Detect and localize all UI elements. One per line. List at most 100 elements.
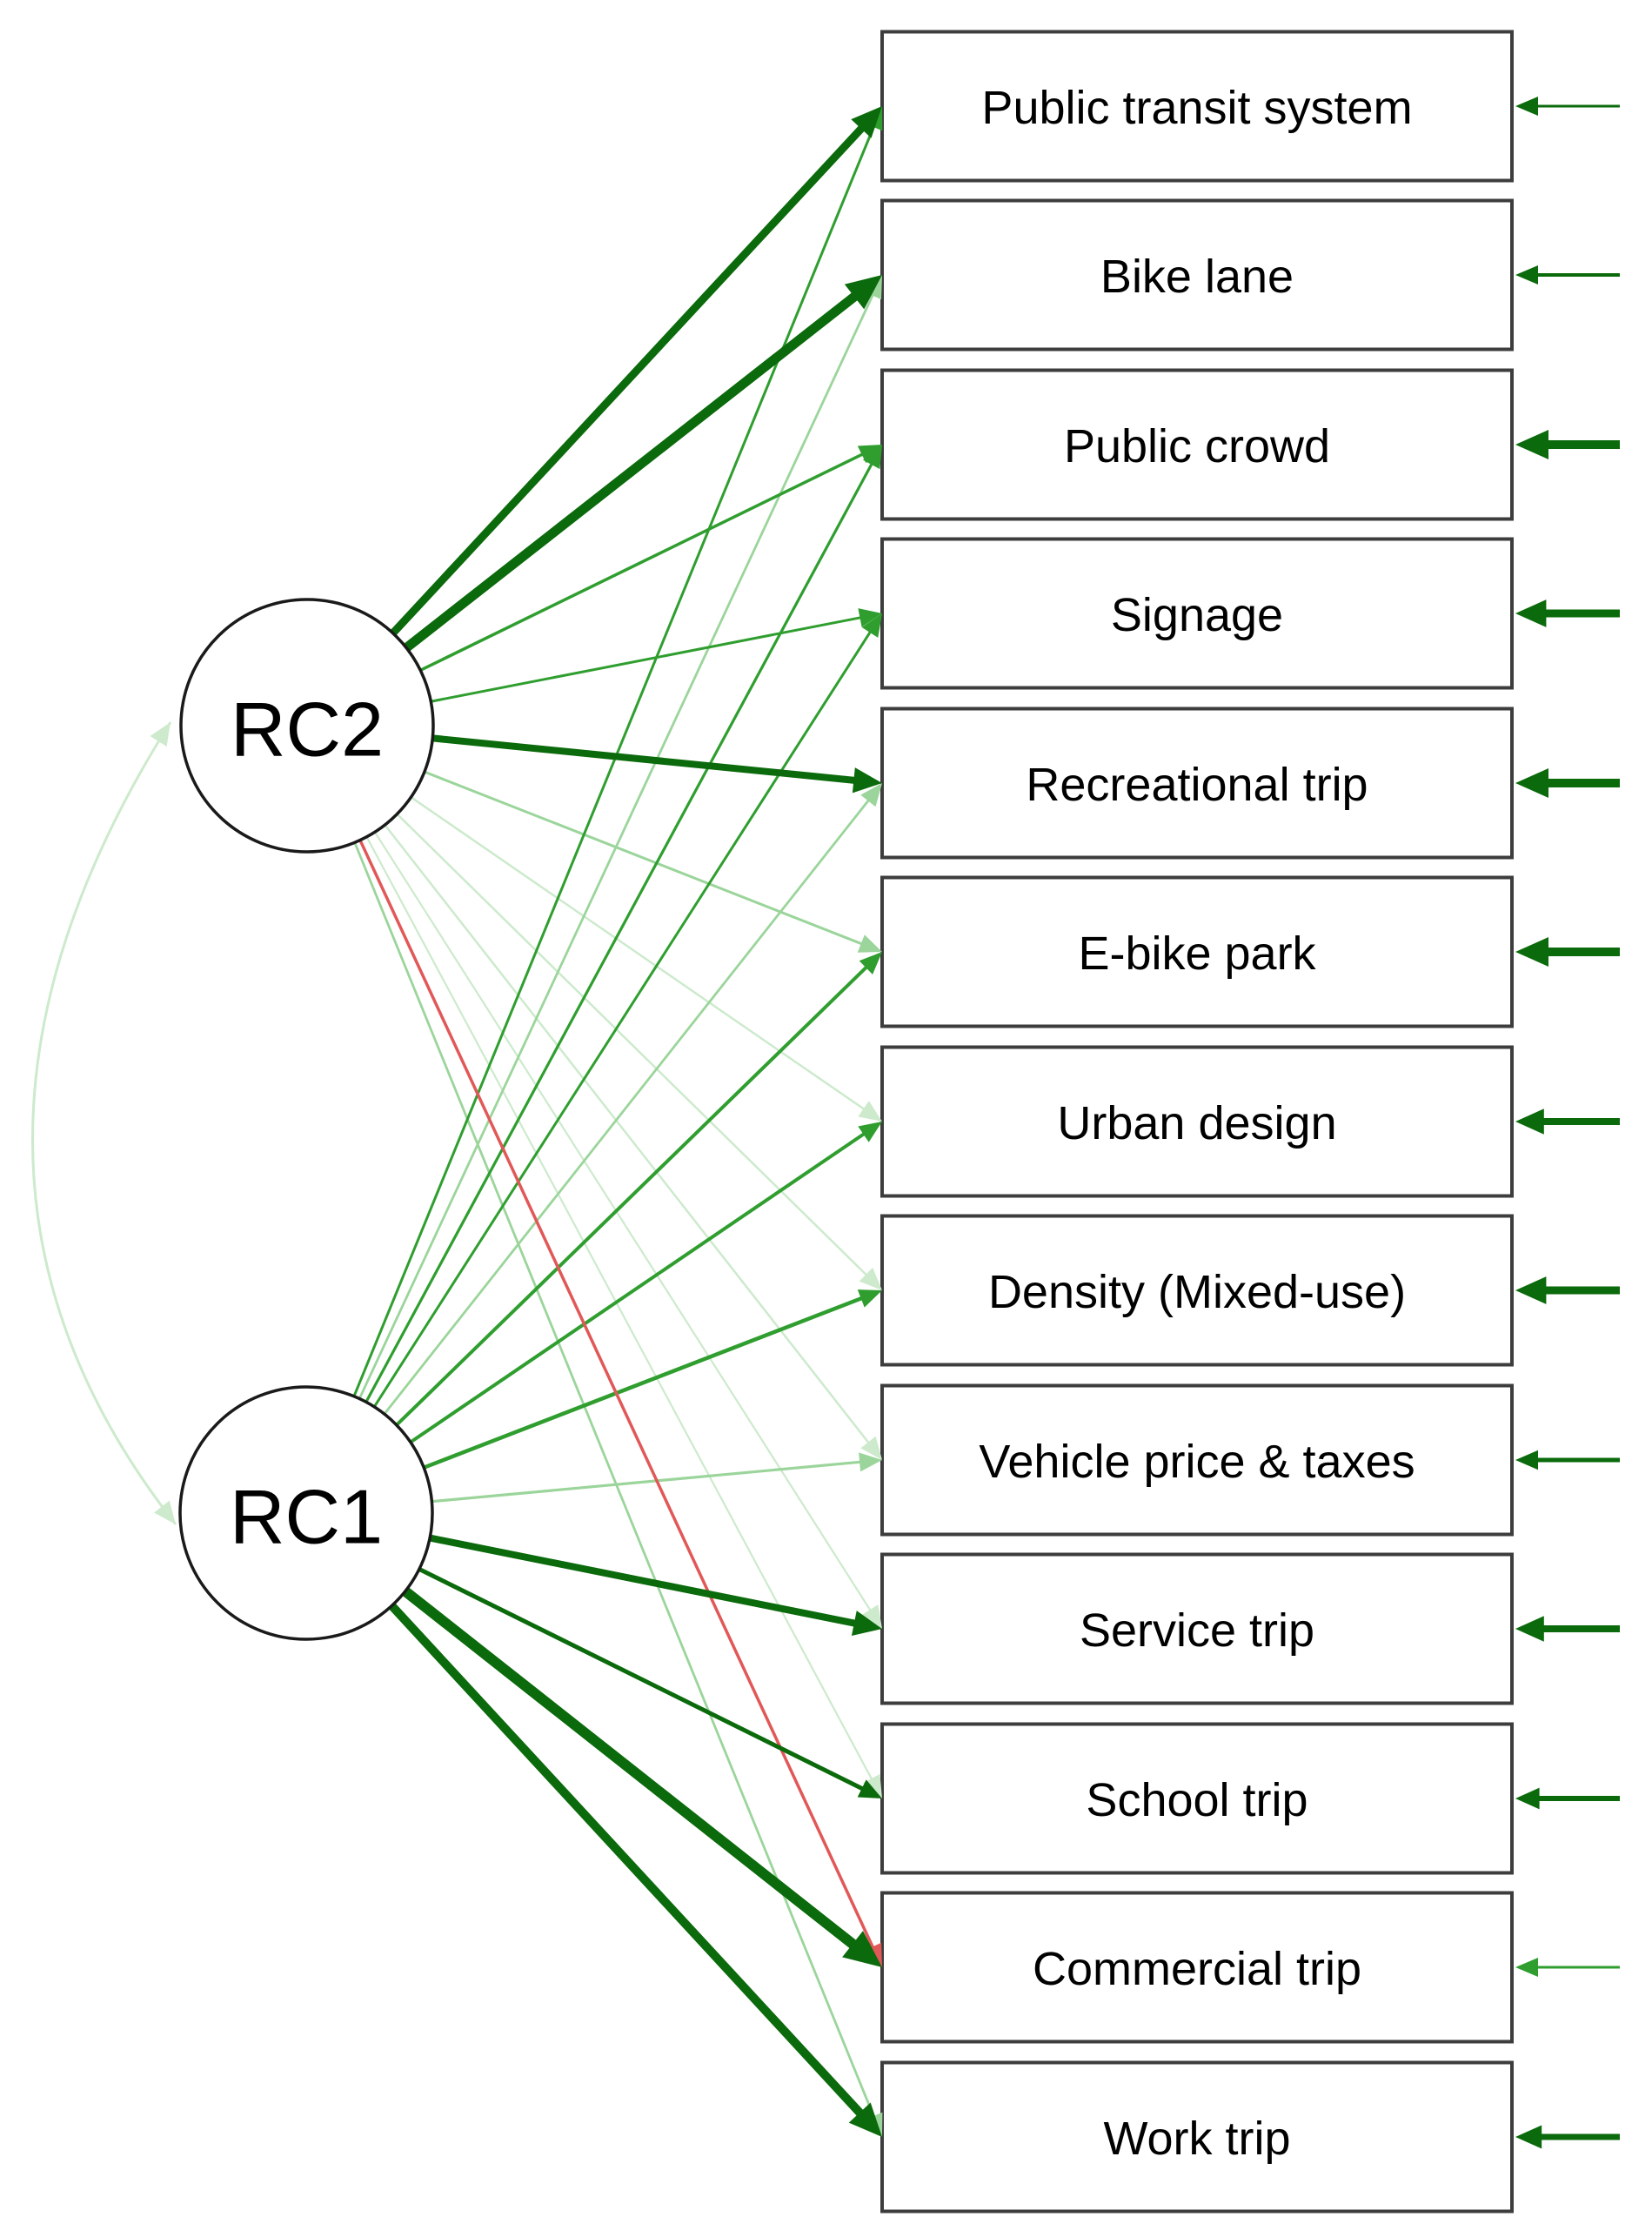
edge-rc1-to-bike-lane [358, 275, 882, 1400]
loading-edge-layer [352, 106, 883, 2137]
residual-arrow-layer [1515, 97, 1620, 2149]
edge-rc2-to-public-crowd [419, 445, 882, 672]
observed-box-public-crowd: Public crowd [880, 368, 1514, 521]
edge-rc1-to-signage [372, 613, 882, 1408]
residual-arrow-public-transit-system-head [1515, 97, 1538, 116]
edge-rc2-to-bike-lane-line [403, 290, 862, 652]
observed-box-rect [880, 198, 1514, 352]
edge-rc1-to-vehicle-price-taxes [431, 1452, 882, 1504]
observed-box-label: Density (Mixed-use) [988, 1266, 1406, 1318]
observed-box-signage: Signage [880, 537, 1514, 690]
edge-rc1-to-e-bike-park-head [859, 952, 882, 975]
latent-node-circle [179, 598, 435, 854]
observed-box-vehicle-price-taxes: Vehicle price & taxes [880, 1383, 1514, 1537]
edge-rc2-to-commercial-trip [358, 839, 882, 1967]
edge-rc2-to-urban-design-head [858, 1101, 882, 1122]
edge-rc1-to-work-trip-line [388, 1603, 866, 2120]
residual-arrow-school-trip [1515, 1787, 1620, 1810]
edge-rc2-to-public-transit-system [390, 106, 882, 636]
edge-rc2-to-bike-lane [403, 275, 882, 652]
residual-arrow-urban-design-head [1515, 1108, 1544, 1135]
edge-rc1-to-service-trip-head [851, 1611, 882, 1636]
edge-rc2-to-e-bike-park [424, 770, 882, 953]
latent-node-rc1: RC1 [178, 1385, 434, 1641]
edge-rc1-to-public-crowd [365, 445, 882, 1403]
observed-box-urban-design: Urban design [880, 1045, 1514, 1198]
observed-box-rect [880, 30, 1514, 183]
observed-box-rect [880, 537, 1514, 690]
edge-rc2-to-public-crowd-head [857, 445, 882, 464]
residual-arrow-bike-lane [1515, 265, 1620, 285]
edge-rc2-to-density-mixed-use [396, 813, 882, 1290]
edge-rc2-to-work-trip [353, 841, 883, 2137]
residual-arrow-school-trip-head [1515, 1787, 1540, 1810]
covariance-arrow-top-head [150, 722, 171, 747]
edge-rc2-to-density-mixed-use-line [396, 813, 871, 1279]
edge-rc1-to-urban-design-head [858, 1122, 882, 1142]
observed-box-density-mixed-use: Density (Mixed-use) [880, 1214, 1514, 1367]
edge-rc2-to-e-bike-park-line [424, 770, 866, 948]
residual-arrow-e-bike-park-head [1515, 937, 1548, 967]
edge-rc1-to-commercial-trip-head [842, 1931, 882, 1967]
latent-node-circle [178, 1385, 434, 1641]
residual-arrow-commercial-trip [1515, 1958, 1620, 1977]
residual-arrow-recreational-trip-head [1515, 768, 1548, 798]
edge-rc2-to-vehicle-price-taxes-line [384, 824, 873, 1448]
edge-rc1-to-urban-design [409, 1122, 882, 1444]
covariance-arrow-bottom-head [154, 1500, 176, 1524]
edge-rc1-to-public-crowd-line [365, 459, 875, 1403]
observed-box-label: Signage [1111, 589, 1283, 641]
observed-box-school-trip: School trip [880, 1722, 1514, 1875]
edge-rc2-to-work-trip-line [353, 841, 877, 2122]
residual-arrow-signage-head [1515, 599, 1547, 627]
residual-arrow-service-trip [1515, 1616, 1620, 1642]
edge-rc1-to-work-trip-head [848, 2102, 882, 2137]
observed-box-label: Public crowd [1064, 420, 1330, 472]
edge-rc1-to-signage-line [372, 627, 874, 1408]
latent-node-label: RC1 [230, 1474, 383, 1560]
residual-arrow-e-bike-park [1515, 937, 1620, 967]
edge-rc2-to-school-trip [365, 836, 882, 1798]
edge-rc1-to-recreational-trip-line [383, 795, 873, 1416]
observed-box-rect [880, 368, 1514, 521]
residual-arrow-commercial-trip-head [1515, 1958, 1538, 1977]
edge-rc2-to-urban-design [410, 796, 882, 1122]
edge-rc1-to-vehicle-price-taxes-line [431, 1460, 866, 1504]
edge-rc1-to-density-mixed-use-line [423, 1295, 867, 1470]
edge-rc1-to-bike-lane-line [358, 290, 876, 1400]
observed-box-label: Urban design [1057, 1097, 1336, 1149]
edge-rc1-to-public-transit-system [352, 106, 883, 1397]
covariance-arrow-rc2-rc1 [31, 721, 177, 1525]
covariance-curve [31, 721, 177, 1525]
edge-rc2-to-bike-lane-head [844, 275, 882, 310]
observed-box-rect [880, 1045, 1514, 1198]
observed-box-work-trip: Work trip [880, 2060, 1514, 2214]
observed-box-recreational-trip: Recreational trip [880, 707, 1514, 860]
edge-rc2-to-recreational-trip [431, 734, 882, 794]
residual-arrow-service-trip-head [1515, 1616, 1544, 1642]
residual-arrow-density-mixed-use [1515, 1276, 1620, 1304]
edge-rc2-to-commercial-trip-line [358, 839, 877, 1952]
residual-arrow-vehicle-price-taxes [1515, 1450, 1620, 1470]
observed-box-rect [880, 1722, 1514, 1875]
residual-arrow-work-trip-head [1515, 2125, 1542, 2149]
observed-box-label: Public transit system [981, 82, 1412, 134]
edge-rc1-to-commercial-trip-line [402, 1587, 860, 1952]
observed-box-label: Work trip [1103, 2113, 1290, 2165]
observed-box-service-trip: Service trip [880, 1552, 1514, 1705]
observed-box-e-bike-park: E-bike park [880, 875, 1514, 1028]
edge-rc2-to-signage-line [431, 615, 866, 703]
edge-rc2-to-school-trip-line [365, 836, 875, 1784]
edge-rc1-to-e-bike-park [395, 952, 882, 1427]
observed-box-label: Service trip [1080, 1604, 1314, 1657]
latent-node-rc2: RC2 [179, 598, 435, 854]
edge-rc2-to-vehicle-price-taxes [384, 824, 882, 1460]
observed-box-label: Vehicle price & taxes [979, 1436, 1415, 1488]
edge-rc2-to-vehicle-price-taxes-head [860, 1436, 882, 1460]
edge-rc1-to-density-mixed-use-head [857, 1289, 882, 1308]
observed-box-label: Commercial trip [1033, 1943, 1361, 1995]
edge-rc2-to-recreational-trip-head [852, 767, 882, 794]
